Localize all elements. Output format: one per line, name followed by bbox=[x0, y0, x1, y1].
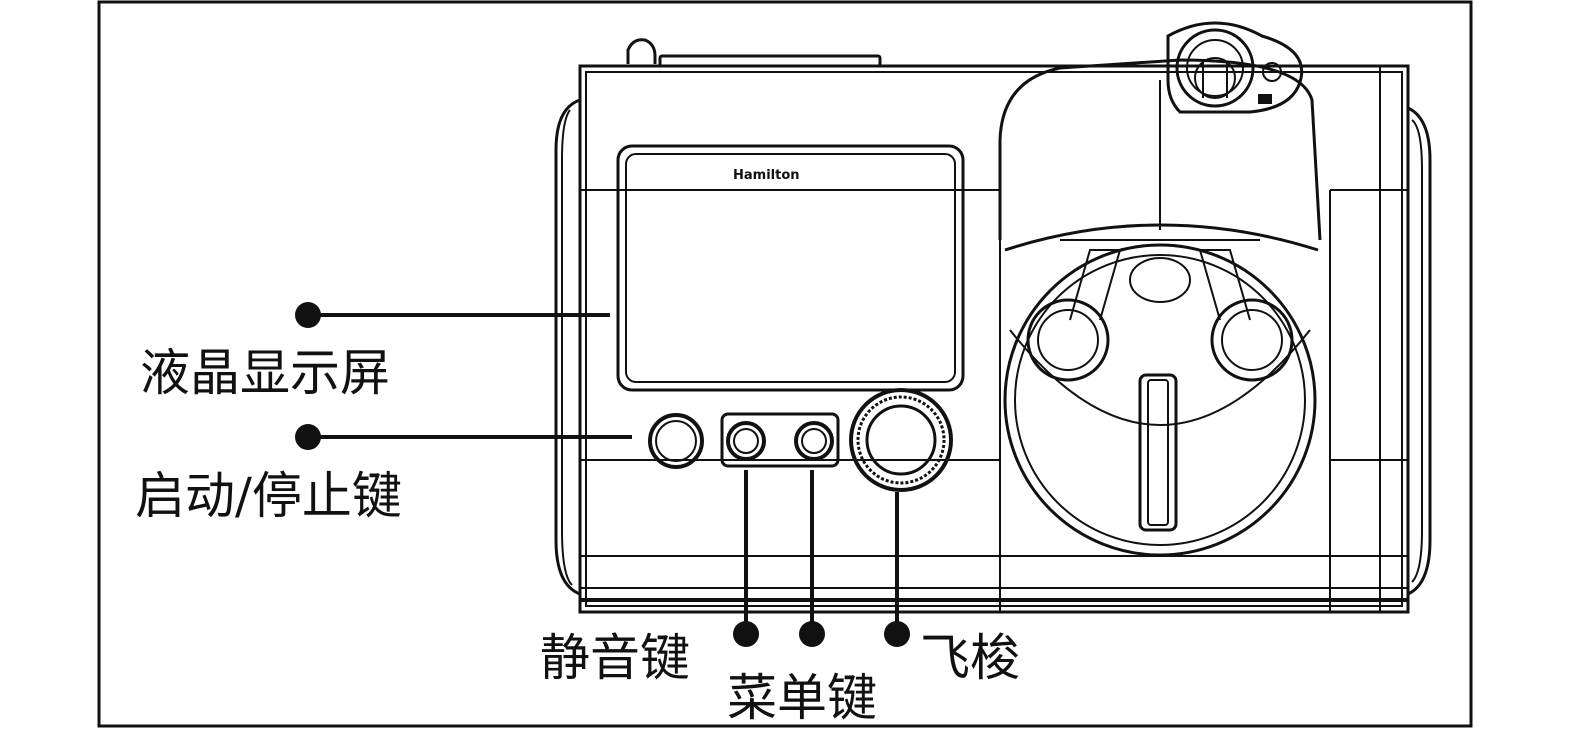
device-body bbox=[554, 38, 1432, 614]
callout-dot-lcd bbox=[295, 302, 321, 328]
button-panel bbox=[720, 412, 840, 468]
menu-button[interactable] bbox=[794, 421, 834, 461]
callout-lines bbox=[295, 302, 910, 647]
figure-border bbox=[97, 0, 1473, 728]
mute-button[interactable] bbox=[726, 421, 766, 461]
label-mute-key: 静音键 bbox=[540, 629, 690, 687]
lcd-screen bbox=[616, 144, 965, 392]
label-start-stop-key: 启动/停止键 bbox=[135, 467, 402, 525]
callout-dot-mute bbox=[733, 621, 759, 647]
start-stop-button[interactable] bbox=[648, 413, 704, 469]
callout-dot-shuttle bbox=[884, 621, 910, 647]
brand-logo: Hamilton bbox=[733, 168, 800, 183]
label-lcd-screen: 液晶显示屏 bbox=[140, 344, 390, 402]
shuttle-knob[interactable] bbox=[849, 388, 953, 492]
callout-dot-menu bbox=[799, 621, 825, 647]
label-shuttle-knob: 飞梭 bbox=[920, 629, 1020, 687]
callout-dot-start-stop bbox=[295, 424, 321, 450]
connector-port bbox=[1166, 21, 1304, 114]
humidifier-chamber bbox=[998, 58, 1322, 557]
label-menu-key: 菜单键 bbox=[727, 669, 877, 727]
